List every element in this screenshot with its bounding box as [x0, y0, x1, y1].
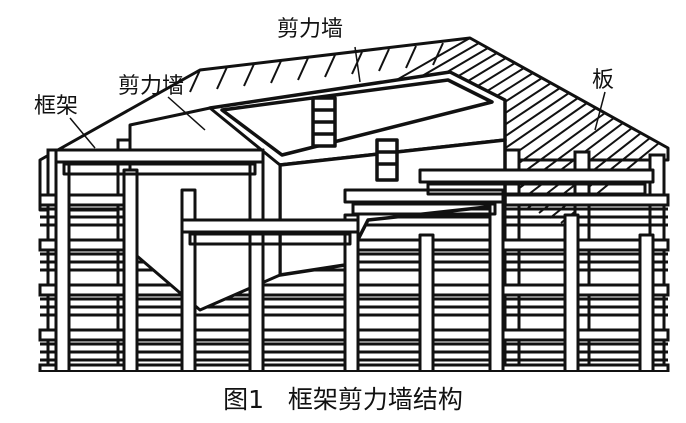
- caption-area: [0, 372, 686, 419]
- front-beam-inner: [188, 232, 352, 246]
- front-column: [488, 193, 505, 374]
- slab-plank-line: [378, 48, 390, 72]
- labels: 框架 剪力墙 剪力墙 板: [34, 17, 614, 119]
- slab-plank-line: [324, 54, 336, 78]
- front-beam: [418, 168, 655, 184]
- front-beam: [54, 148, 265, 164]
- front-column: [54, 148, 71, 374]
- front-column: [180, 188, 197, 374]
- slab-plank-line: [297, 57, 309, 81]
- frame-leader: [69, 117, 96, 149]
- front-beam: [343, 188, 505, 204]
- leader-lines: [69, 46, 606, 149]
- figure-caption: 图1 框架剪力墙结构: [223, 385, 463, 414]
- front-column: [638, 233, 655, 374]
- front-column: [248, 148, 265, 374]
- slab-plank-line: [189, 69, 201, 93]
- slab-plank-line: [270, 60, 282, 84]
- slab-plank-line: [405, 45, 417, 69]
- slab-plank-line: [516, 122, 624, 204]
- slab-plank-line: [243, 63, 255, 87]
- shear-wall-top-leader: [354, 46, 361, 83]
- label-shear-wall-left: 剪力墙: [118, 74, 184, 99]
- label-slab: 板: [592, 68, 614, 93]
- front-beam-inner: [351, 202, 497, 216]
- slab-leader: [594, 91, 606, 131]
- slab-plank-line: [216, 66, 228, 90]
- shear-wall-left-leader: [167, 96, 206, 131]
- label-shear-wall-top: 剪力墙: [277, 17, 343, 42]
- front-beam-inner: [426, 182, 647, 196]
- front-beam-inner: [62, 162, 257, 176]
- label-frame: 框架: [34, 94, 78, 119]
- slab-plank-line: [432, 42, 444, 66]
- front-column: [122, 168, 139, 374]
- front-column: [418, 233, 435, 374]
- front-beam: [180, 218, 360, 234]
- front-column: [563, 213, 580, 374]
